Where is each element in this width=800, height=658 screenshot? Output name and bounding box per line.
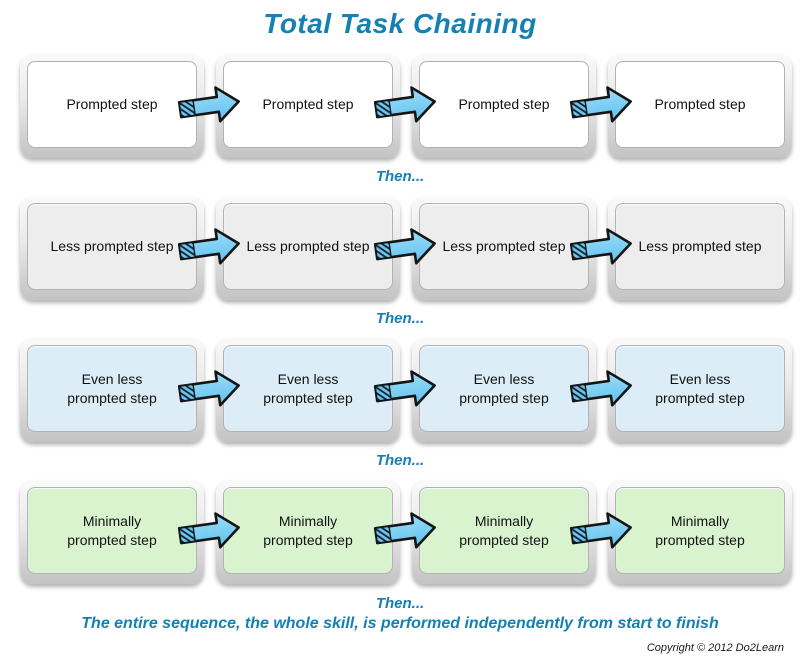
then-separator: Then...: [375, 168, 425, 185]
copyright-text: Copyright © 2012 Do2Learn: [646, 642, 784, 654]
row-even-less-prompted: Even less prompted step Even less prompt…: [20, 338, 792, 442]
step-box-label: Even less prompted step: [419, 345, 589, 432]
step-box: Prompted step: [412, 54, 596, 158]
step-box: Minimally prompted step: [216, 480, 400, 584]
step-box-label: Even less prompted step: [223, 345, 393, 432]
page-title: Total Task Chaining: [263, 8, 537, 39]
step-box-label: Minimally prompted step: [223, 487, 393, 574]
step-box: Even less prompted step: [608, 338, 792, 442]
step-box: Prompted step: [216, 54, 400, 158]
step-box-label: Minimally prompted step: [27, 487, 197, 574]
step-box-label: Minimally prompted step: [615, 487, 785, 574]
step-box-label: Prompted step: [27, 61, 197, 148]
step-box-label: Prompted step: [419, 61, 589, 148]
step-box: Minimally prompted step: [20, 480, 204, 584]
step-box: Even less prompted step: [20, 338, 204, 442]
step-box: Prompted step: [608, 54, 792, 158]
step-box: Minimally prompted step: [608, 480, 792, 584]
step-box-label: Less prompted step: [27, 203, 197, 290]
step-box-label: Less prompted step: [419, 203, 589, 290]
row-minimally-prompted: Minimally prompted step Minimally prompt…: [20, 480, 792, 584]
then-separator: Then...: [375, 452, 425, 469]
step-box-label: Even less prompted step: [27, 345, 197, 432]
summary-text: The entire sequence, the whole skill, is…: [81, 615, 719, 632]
step-box-label: Minimally prompted step: [419, 487, 589, 574]
step-box: Less prompted step: [608, 196, 792, 300]
step-box-label: Even less prompted step: [615, 345, 785, 432]
step-box: Even less prompted step: [216, 338, 400, 442]
diagram: Prompted step Prompted step Prompted ste…: [0, 54, 800, 584]
row-prompted: Prompted step Prompted step Prompted ste…: [20, 54, 792, 158]
step-box: Even less prompted step: [412, 338, 596, 442]
step-box-label: Less prompted step: [615, 203, 785, 290]
then-final: Then...: [375, 595, 425, 612]
step-box: Prompted step: [20, 54, 204, 158]
then-separator: Then...: [375, 310, 425, 327]
step-box-label: Less prompted step: [223, 203, 393, 290]
step-box: Less prompted step: [216, 196, 400, 300]
step-box: Less prompted step: [20, 196, 204, 300]
row-less-prompted: Less prompted step Less prompted step Le…: [20, 196, 792, 300]
step-box-label: Prompted step: [615, 61, 785, 148]
step-box-label: Prompted step: [223, 61, 393, 148]
step-box: Less prompted step: [412, 196, 596, 300]
